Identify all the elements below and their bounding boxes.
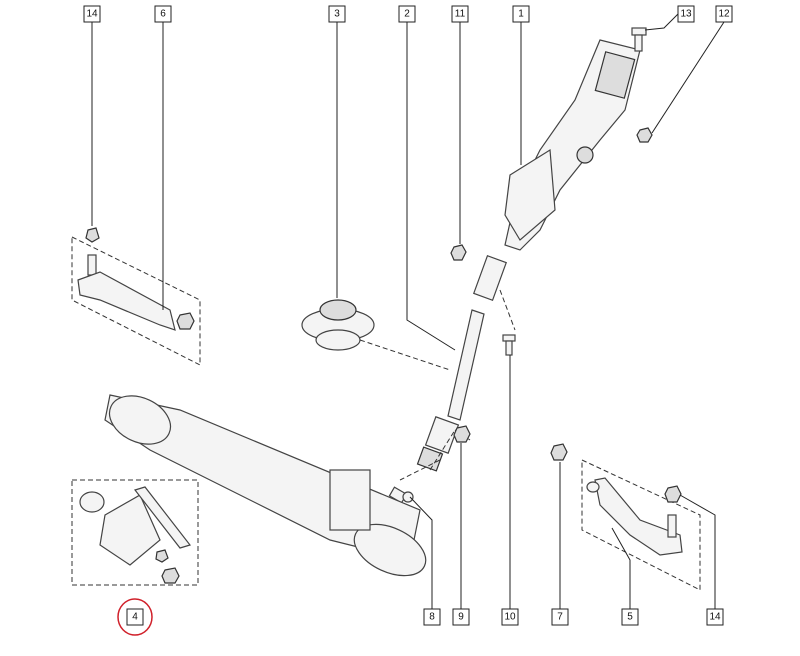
svg-text:6: 6 [160,9,166,20]
label-2: 2 [398,5,416,23]
svg-text:8: 8 [429,612,435,623]
svg-text:12: 12 [718,9,730,20]
nut-9 [453,425,471,443]
bolt-13 [631,27,647,52]
label-12: 12 [715,5,733,23]
grommet-3 [301,299,375,351]
label-13: 13 [677,5,695,23]
svg-text:13: 13 [680,9,692,20]
label-6: 6 [154,5,172,23]
label-9: 9 [452,608,470,626]
label-5: 5 [621,608,639,626]
tie-rod-end-right [586,477,683,556]
label-4: 4 [126,608,144,626]
label-8: 8 [423,608,441,626]
svg-text:14: 14 [709,612,721,623]
nut-12 [636,127,653,143]
svg-text:3: 3 [334,9,340,20]
tie-rod-end-left [77,227,195,331]
label-14-bottom: 14 [706,608,724,626]
svg-text:11: 11 [455,9,466,20]
svg-text:10: 10 [504,612,516,623]
intermediate-shaft [416,255,508,472]
nut-11 [450,244,467,261]
svg-text:9: 9 [458,612,464,623]
steering-rack [104,394,427,577]
label-11: 11 [451,5,469,23]
tie-rod-end-right-group [581,459,701,591]
boot-kit-parts [79,486,192,584]
label-3: 3 [328,5,346,23]
svg-text:14: 14 [86,9,98,20]
svg-text:1: 1 [518,9,524,20]
svg-text:5: 5 [627,612,633,623]
svg-text:2: 2 [404,9,410,20]
steering-column [504,39,641,251]
tie-rod-end-left-group [71,236,201,366]
highlight-circle [117,598,153,636]
leader-lines [91,13,725,609]
bolt-10 [502,334,516,356]
svg-text:4: 4 [132,612,138,623]
label-1: 1 [512,5,530,23]
boot-kit-group [71,479,199,586]
nut-7 [550,443,568,461]
bolt-8 [388,486,414,504]
label-14-top: 14 [83,5,101,23]
svg-text:7: 7 [557,612,563,623]
label-7: 7 [551,608,569,626]
label-10: 10 [501,608,519,626]
